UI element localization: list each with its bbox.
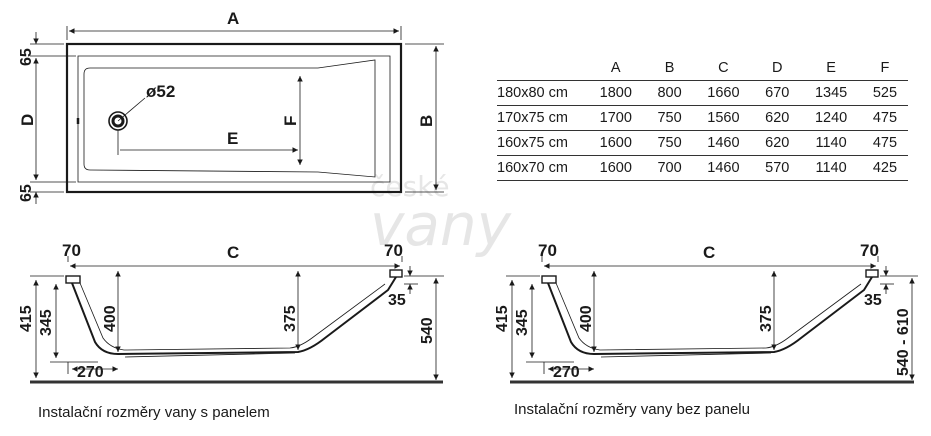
- table-header: [497, 56, 585, 81]
- table-row: 160x70 cm 1600 700 1460 570 1140 425: [497, 155, 908, 181]
- label-drain: ø52: [146, 82, 175, 101]
- table-cell: 1600: [585, 130, 647, 156]
- table-cell: 1460: [692, 130, 755, 156]
- table-cell: 1240: [800, 105, 862, 131]
- table-cell: 570: [754, 155, 801, 181]
- table-cell: 1660: [692, 80, 755, 106]
- table-cell: 1800: [585, 80, 647, 106]
- label-70-left: 70: [62, 241, 81, 260]
- table-cell: 750: [646, 105, 693, 131]
- rim-left: [65, 275, 81, 284]
- table-cell: 670: [754, 80, 801, 106]
- table-cell: 750: [646, 130, 693, 156]
- label-65-top: 65: [18, 48, 35, 66]
- caption-with-panel: Instalační rozměry vany s panelem: [38, 404, 270, 421]
- table-header: E: [800, 56, 862, 81]
- label-a: A: [227, 9, 239, 28]
- label-70-right: 70: [384, 241, 403, 260]
- table-cell: 525: [861, 80, 908, 106]
- table-cell: 1140: [800, 155, 862, 181]
- tub-inner: [555, 282, 862, 351]
- table-cell: 1600: [585, 155, 647, 181]
- table-header: F: [861, 56, 908, 81]
- rim-right: [865, 269, 879, 278]
- label-35: 35: [388, 292, 406, 309]
- table-cell: 800: [646, 80, 693, 106]
- table-cell: 700: [646, 155, 693, 181]
- table-header-row: A B C D E F: [497, 56, 908, 81]
- section-without-panel: C 70 70 415 345 400 375 35 540 - 610 270: [494, 241, 918, 384]
- label-e: E: [227, 129, 238, 148]
- label-345: 345: [38, 309, 55, 336]
- table-header: B: [646, 56, 693, 81]
- svg-text:vany: vany: [370, 191, 512, 259]
- tub-inner: [79, 282, 386, 351]
- label-415: 415: [494, 305, 511, 332]
- tub-profile: [71, 276, 397, 356]
- label-d: D: [18, 114, 37, 126]
- tub-profile: [547, 276, 873, 356]
- table-cell: 160x75 cm: [497, 130, 585, 156]
- caption-without-panel: Instalační rozměry vany bez panelu: [514, 401, 750, 418]
- label-c: C: [227, 243, 239, 262]
- table-cell: 1560: [692, 105, 755, 131]
- label-415: 415: [18, 305, 35, 332]
- table-header: C: [692, 56, 755, 81]
- rim-left: [541, 275, 557, 284]
- label-375: 375: [758, 305, 775, 332]
- label-375: 375: [282, 305, 299, 332]
- drain-inner: [111, 114, 125, 128]
- table-header: A: [585, 56, 647, 81]
- table-cell: 1140: [800, 130, 862, 156]
- table-header: D: [754, 56, 801, 81]
- label-65-bottom: 65: [18, 184, 35, 202]
- table-cell: 180x80 cm: [497, 80, 585, 106]
- table-cell: 425: [861, 155, 908, 181]
- table-cell: 475: [861, 130, 908, 156]
- table-cell: 475: [861, 105, 908, 131]
- bathtub-rim: [77, 55, 391, 183]
- bathtub-basin: [83, 59, 376, 178]
- table-cell: 620: [754, 130, 801, 156]
- label-540: 540: [419, 317, 436, 344]
- top-view: A B D 65 65 E F ø52: [18, 9, 444, 204]
- dimensions-table: A B C D E F 180x80 cm 1800 800 1660 670 …: [497, 56, 908, 181]
- table-row: 170x75 cm 1700 750 1560 620 1240 475: [497, 105, 908, 131]
- table-cell: 620: [754, 105, 801, 131]
- label-70-left: 70: [538, 241, 557, 260]
- label-f: F: [281, 116, 300, 126]
- label-c: C: [703, 243, 715, 262]
- label-540-610: 540 - 610: [895, 308, 912, 376]
- label-35: 35: [864, 292, 882, 309]
- label-270: 270: [77, 364, 104, 381]
- table-row: 180x80 cm 1800 800 1660 670 1345 525: [497, 80, 908, 106]
- drain-leader: [117, 97, 146, 122]
- label-345: 345: [514, 309, 531, 336]
- table-cell: 160x70 cm: [497, 155, 585, 181]
- table-cell: 1700: [585, 105, 647, 131]
- table-cell: 1460: [692, 155, 755, 181]
- label-70-right: 70: [860, 241, 879, 260]
- label-400: 400: [578, 305, 595, 332]
- table-cell: 170x75 cm: [497, 105, 585, 131]
- table-cell: 1345: [800, 80, 862, 106]
- rim-right: [389, 269, 403, 278]
- bathtub-outline: [65, 42, 403, 194]
- label-270: 270: [553, 364, 580, 381]
- label-400: 400: [102, 305, 119, 332]
- label-b: B: [417, 115, 436, 127]
- table-row: 160x75 cm 1600 750 1460 620 1140 475: [497, 130, 908, 156]
- section-with-panel: C 70 70 415 345 400 375 35 540 270: [18, 241, 444, 384]
